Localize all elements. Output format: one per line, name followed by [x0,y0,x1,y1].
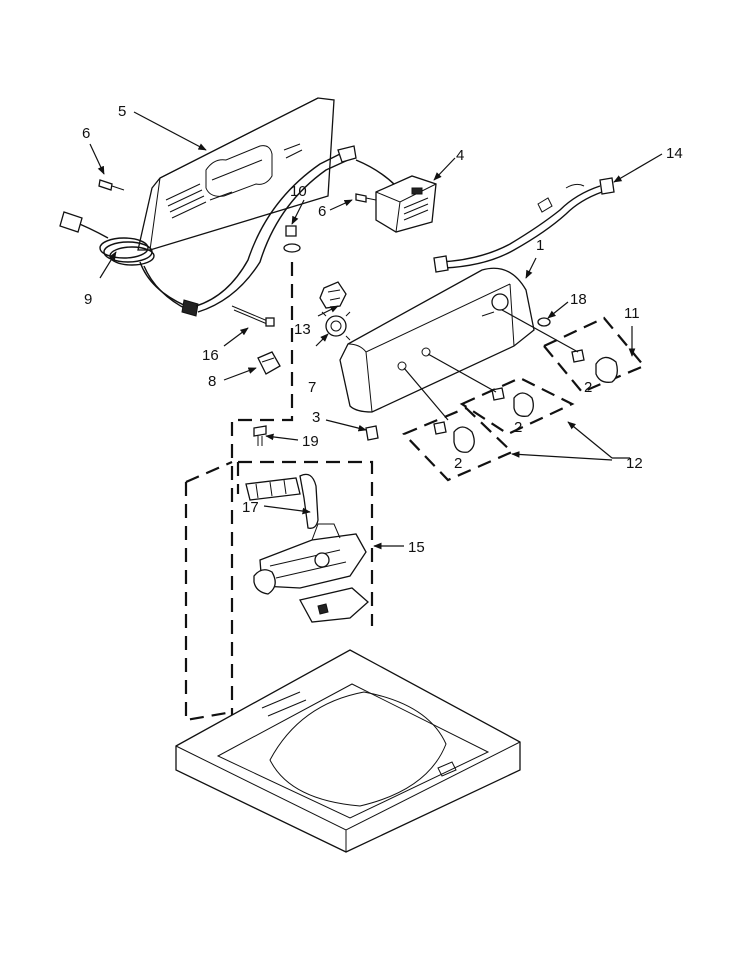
knob [491,387,534,417]
callout-10: 10 [290,183,307,200]
hose [245,473,319,529]
wire-harness [433,177,615,273]
callout-14: 14 [666,145,683,162]
knob-kit [543,316,646,394]
shaft-adapter [537,317,551,327]
screw [355,193,377,203]
callout-2-upper: 2 [584,379,592,396]
switch [321,311,351,341]
knob-kit [459,376,575,436]
switch-assembly [319,281,347,309]
callout-16: 16 [202,347,219,364]
callout-9: 9 [84,291,92,308]
knob [571,349,618,383]
control-board [375,175,437,233]
callout-6-left: 6 [82,125,90,142]
callout-13: 13 [294,321,311,338]
clip [365,425,379,441]
screw [98,179,125,191]
water-valve-assembly [253,523,369,623]
callout-18: 18 [570,291,587,308]
callout-3: 3 [312,409,320,426]
callout-15: 15 [408,539,425,556]
callout-1: 1 [536,237,544,254]
rear-panel [137,97,335,251]
callout-11: 11 [624,305,640,322]
cable-tie [231,305,275,327]
knob [433,421,475,453]
callout-6-right: 6 [318,203,326,220]
callout-8: 8 [208,373,216,390]
callout-2-middle: 2 [514,419,522,436]
screw [253,425,267,446]
callout-5: 5 [118,103,126,120]
callout-19: 19 [302,433,319,450]
grommet [283,225,301,253]
callout-2-lower: 2 [454,455,462,472]
strain-relief [257,351,281,375]
callout-4: 4 [456,147,464,164]
callout-17: 17 [242,499,259,516]
callout-12: 12 [626,455,643,472]
console [339,267,535,413]
top-cover [175,649,521,853]
power-cord [59,145,397,317]
callout-7: 7 [308,379,316,396]
